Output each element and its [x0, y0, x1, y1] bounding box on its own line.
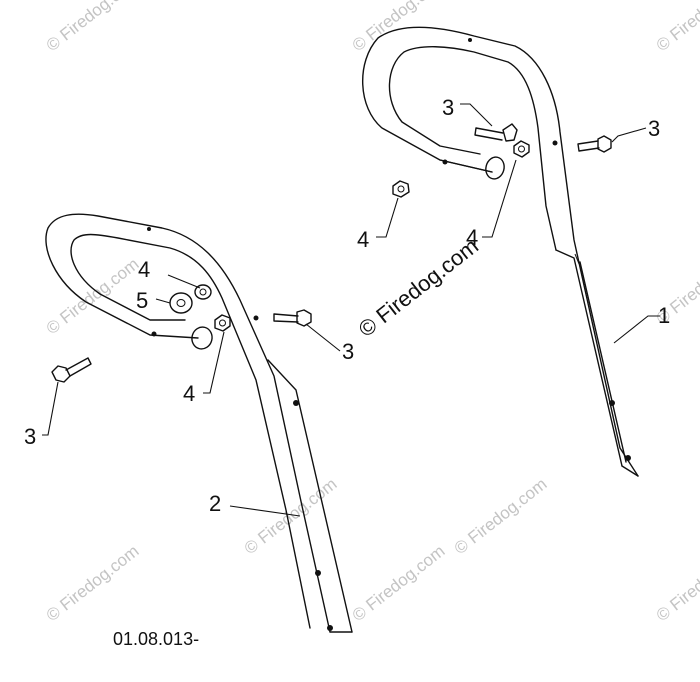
callout-3-left-outer: 3: [24, 424, 36, 449]
watermark-bottom-right: © Firedog.com: [653, 541, 700, 625]
washer-left: [169, 292, 193, 314]
bolt-left-outer: [51, 357, 92, 383]
watermark-top-right: © Firedog.com: [653, 0, 700, 55]
watermark-center: © Firedog.com: [354, 233, 483, 342]
callout-4-left-upper: 4: [138, 257, 150, 282]
nut-loose-left: [194, 284, 212, 300]
leader-lines: [42, 103, 660, 517]
callout-4-right-mounted: 4: [466, 225, 478, 250]
nut-loose-right: [392, 180, 410, 198]
watermark-bottom-mid: © Firedog.com: [349, 541, 449, 625]
watermark-top-left: © Firedog.com: [43, 0, 143, 55]
figure-id: 01.08.013-: [113, 629, 199, 649]
callout-4-left-lower: 4: [183, 381, 195, 406]
bolt-right-side: [577, 135, 612, 153]
callout-2: 2: [209, 491, 221, 516]
right-handle: [361, 26, 639, 477]
left-handle: [45, 213, 353, 633]
callout-4-right-loose: 4: [357, 227, 369, 252]
watermark-lower-center-right: © Firedog.com: [451, 474, 551, 558]
callout-labels: 1 2 3 3 4 4 4 5 4 3 3: [24, 95, 670, 516]
nut-mounted-right: [513, 140, 530, 158]
nut-mounted-left: [214, 314, 231, 332]
bolt-right-top: [474, 123, 518, 142]
callout-1: 1: [658, 303, 670, 328]
callout-5: 5: [136, 288, 148, 313]
watermark-mid-left: © Firedog.com: [43, 254, 143, 338]
callout-3-right-side: 3: [648, 116, 660, 141]
watermark-bottom-left: © Firedog.com: [43, 541, 143, 625]
bolt-left-middle: [273, 309, 312, 327]
callout-3-left-middle: 3: [342, 339, 354, 364]
callout-3-right-top: 3: [442, 95, 454, 120]
